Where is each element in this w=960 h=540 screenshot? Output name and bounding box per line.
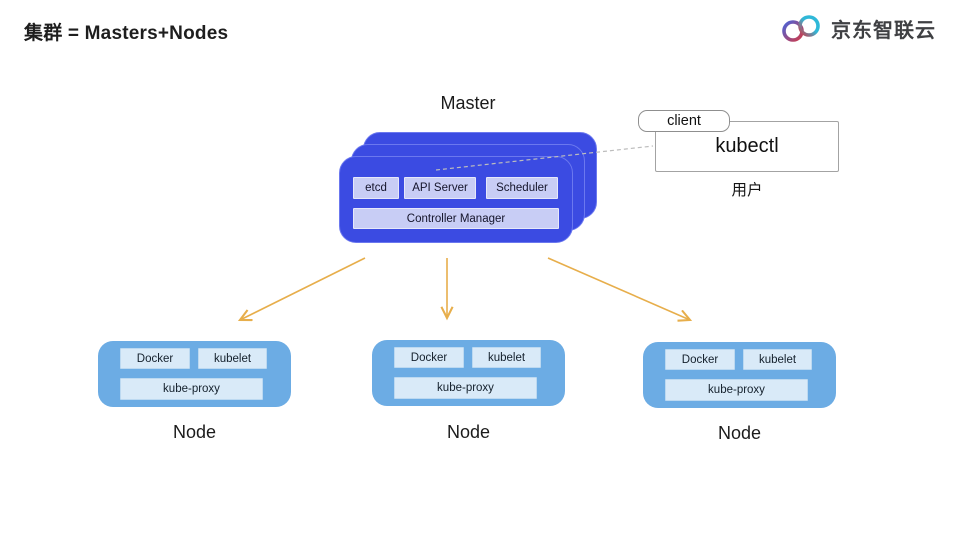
node-label-2: Node [446,422,491,442]
master-card-front: etcd API Server Scheduler Controller Man… [339,156,573,243]
component-kubelet: kubelet [472,347,541,368]
node-card-1: Docker kubelet kube-proxy [98,341,291,407]
user-caption: 用户 [731,182,763,199]
node-card-3: Docker kubelet kube-proxy [643,342,836,408]
brand-name: 京东智联云 [831,20,936,42]
component-docker: Docker [665,349,735,370]
component-kube-proxy: kube-proxy [120,378,263,400]
node-label-3: Node [717,423,762,443]
node-card-2: Docker kubelet kube-proxy [372,340,565,406]
component-etcd: etcd [353,177,399,199]
master-label: Master [440,93,496,113]
component-controller-manager: Controller Manager [353,208,559,229]
arrow-master-to-node-right [547,257,690,320]
component-docker: Docker [394,347,464,368]
component-docker: Docker [120,348,190,369]
brand-logo: 京东智联云 [778,14,936,43]
component-kube-proxy: kube-proxy [665,379,808,401]
component-kube-proxy: kube-proxy [394,377,537,399]
jd-cloud-logo-icon [782,14,820,42]
component-kubelet: kubelet [743,349,812,370]
component-api-server: API Server [404,177,476,199]
arrow-master-to-node-left [240,257,366,320]
client-tag: client [638,110,730,132]
component-scheduler: Scheduler [486,177,558,199]
slide-title: 集群 = Masters+Nodes [24,23,229,44]
node-label-1: Node [172,422,217,442]
component-kubelet: kubelet [198,348,267,369]
